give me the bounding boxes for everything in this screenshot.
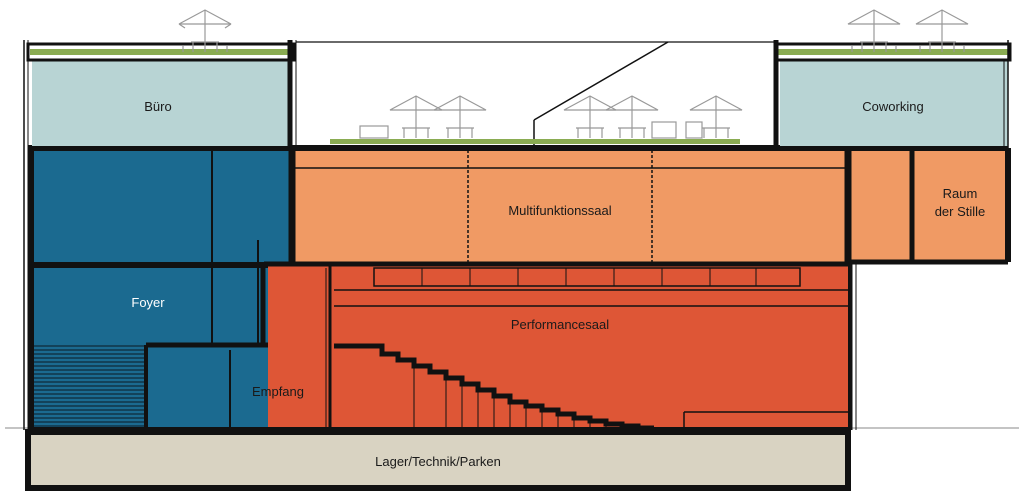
green-roof [330, 139, 740, 144]
green-roof [30, 49, 292, 55]
label-raum-line1: Raum [943, 186, 978, 201]
roof-terrace [296, 41, 776, 147]
label-buero: Büro [144, 99, 171, 114]
green-roof [778, 49, 1008, 55]
performance-block [268, 264, 848, 431]
label-coworking: Coworking [862, 99, 923, 114]
label-lager: Lager/Technik/Parken [375, 454, 501, 469]
multi-block [292, 150, 1008, 430]
label-performancesaal: Performancesaal [511, 317, 609, 332]
office-left [26, 40, 297, 148]
label-foyer: Foyer [131, 295, 165, 310]
office-right [773, 40, 1012, 148]
stairs [32, 345, 146, 427]
foyer-block [28, 150, 330, 430]
parasol-icon [178, 9, 969, 139]
label-empfang: Empfang [252, 384, 304, 399]
label-raum-line2: der Stille [935, 204, 986, 219]
room-lager [25, 429, 851, 491]
structure [23, 40, 1011, 433]
label-multifunktionssaal: Multifunktionssaal [508, 203, 611, 218]
